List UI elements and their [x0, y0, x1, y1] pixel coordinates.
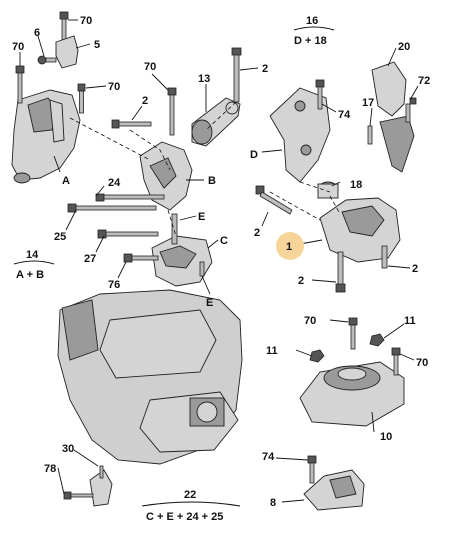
label-2d: 2 — [298, 275, 304, 287]
label-78: 78 — [44, 463, 56, 475]
label-20: 20 — [398, 41, 410, 53]
bolt-27 — [97, 229, 159, 239]
bolt-70-center — [167, 87, 177, 136]
bolt-70-left-vertical — [15, 65, 25, 104]
label-2b: 2 — [142, 95, 148, 107]
engine-mount-10 — [299, 361, 405, 427]
label-16: 16 — [306, 15, 318, 27]
bracket-d — [269, 87, 331, 183]
group-22-members: C + E + 24 + 25 — [146, 511, 223, 523]
stud-e — [199, 261, 205, 277]
bolt-74-bottom — [307, 455, 317, 484]
assembly-dashed-lines — [69, 101, 341, 237]
nut-11-right — [369, 333, 385, 347]
label-6: 6 — [34, 27, 40, 39]
mount-c — [151, 213, 213, 287]
bolt-25 — [67, 203, 157, 213]
bolt-70-right — [77, 83, 86, 114]
label-70e: 70 — [304, 315, 316, 327]
bolt-72 — [405, 97, 417, 123]
label-70c: 70 — [108, 81, 120, 93]
label-11a: 11 — [266, 345, 278, 357]
engine-mount-1 — [319, 197, 401, 293]
bolt-24 — [95, 193, 165, 202]
bolt-76 — [123, 253, 159, 263]
label-24: 24 — [108, 177, 121, 189]
brace-22 — [141, 501, 241, 507]
screw-6 — [37, 55, 57, 65]
label-2a: 2 — [262, 63, 268, 75]
label-70f: 70 — [416, 357, 428, 369]
bracket-8 — [303, 469, 365, 511]
label-1: 1 — [286, 241, 292, 253]
mount-bracket-b — [139, 141, 193, 211]
label-17: 17 — [362, 97, 374, 109]
label-5: 5 — [94, 39, 100, 51]
label-13: 13 — [198, 73, 210, 85]
label-74a: 74 — [338, 109, 351, 121]
bolt-70-bottom-right — [391, 347, 401, 376]
bracket-5 — [55, 35, 79, 69]
group-14-members: A + B — [16, 269, 44, 281]
bushing-18 — [317, 181, 339, 199]
label-11b: 11 — [404, 315, 416, 327]
label-74b: 74 — [262, 451, 275, 463]
highlight-part-1 — [276, 232, 304, 260]
torque-arm-13 — [191, 97, 241, 147]
bolt-2-arm — [231, 47, 242, 103]
label-d: D — [250, 149, 258, 161]
label-70a: 70 — [80, 15, 92, 27]
label-70d: 70 — [144, 61, 156, 73]
label-b: B — [208, 175, 216, 187]
nut-11-left — [309, 349, 325, 363]
label-a: A — [62, 175, 70, 187]
label-e2: E — [206, 297, 213, 309]
label-2e: 2 — [412, 263, 418, 275]
bolt-74-top — [315, 79, 325, 110]
label-22: 22 — [184, 489, 196, 501]
label-76: 76 — [108, 279, 120, 291]
mount-bracket-a — [11, 89, 81, 184]
bolt-70-bottom-top — [348, 317, 358, 350]
label-14: 14 — [26, 249, 39, 261]
label-e1: E — [198, 211, 205, 223]
brace-14 — [13, 260, 55, 265]
part-labels: 70 6 5 70 70 70 13 2 2 A B 24 25 27 76 E… — [12, 15, 430, 523]
bracket-20 — [371, 61, 415, 173]
label-c: C — [220, 235, 228, 247]
bolt-17 — [367, 125, 373, 145]
mount-30-small — [63, 465, 113, 507]
group-16-members: D + 18 — [294, 35, 327, 47]
label-70b: 70 — [12, 41, 24, 53]
label-27: 27 — [84, 253, 96, 265]
label-8: 8 — [270, 497, 276, 509]
engine-assembly — [57, 289, 243, 465]
bolt-2-center-left — [111, 119, 152, 129]
label-18: 18 — [350, 179, 362, 191]
label-10: 10 — [380, 431, 392, 443]
brace-16 — [293, 26, 335, 31]
label-2c: 2 — [254, 227, 260, 239]
label-72: 72 — [418, 75, 430, 87]
label-30: 30 — [62, 443, 74, 455]
bolt-2-right-diagonal — [255, 185, 293, 215]
label-25: 25 — [54, 231, 66, 243]
